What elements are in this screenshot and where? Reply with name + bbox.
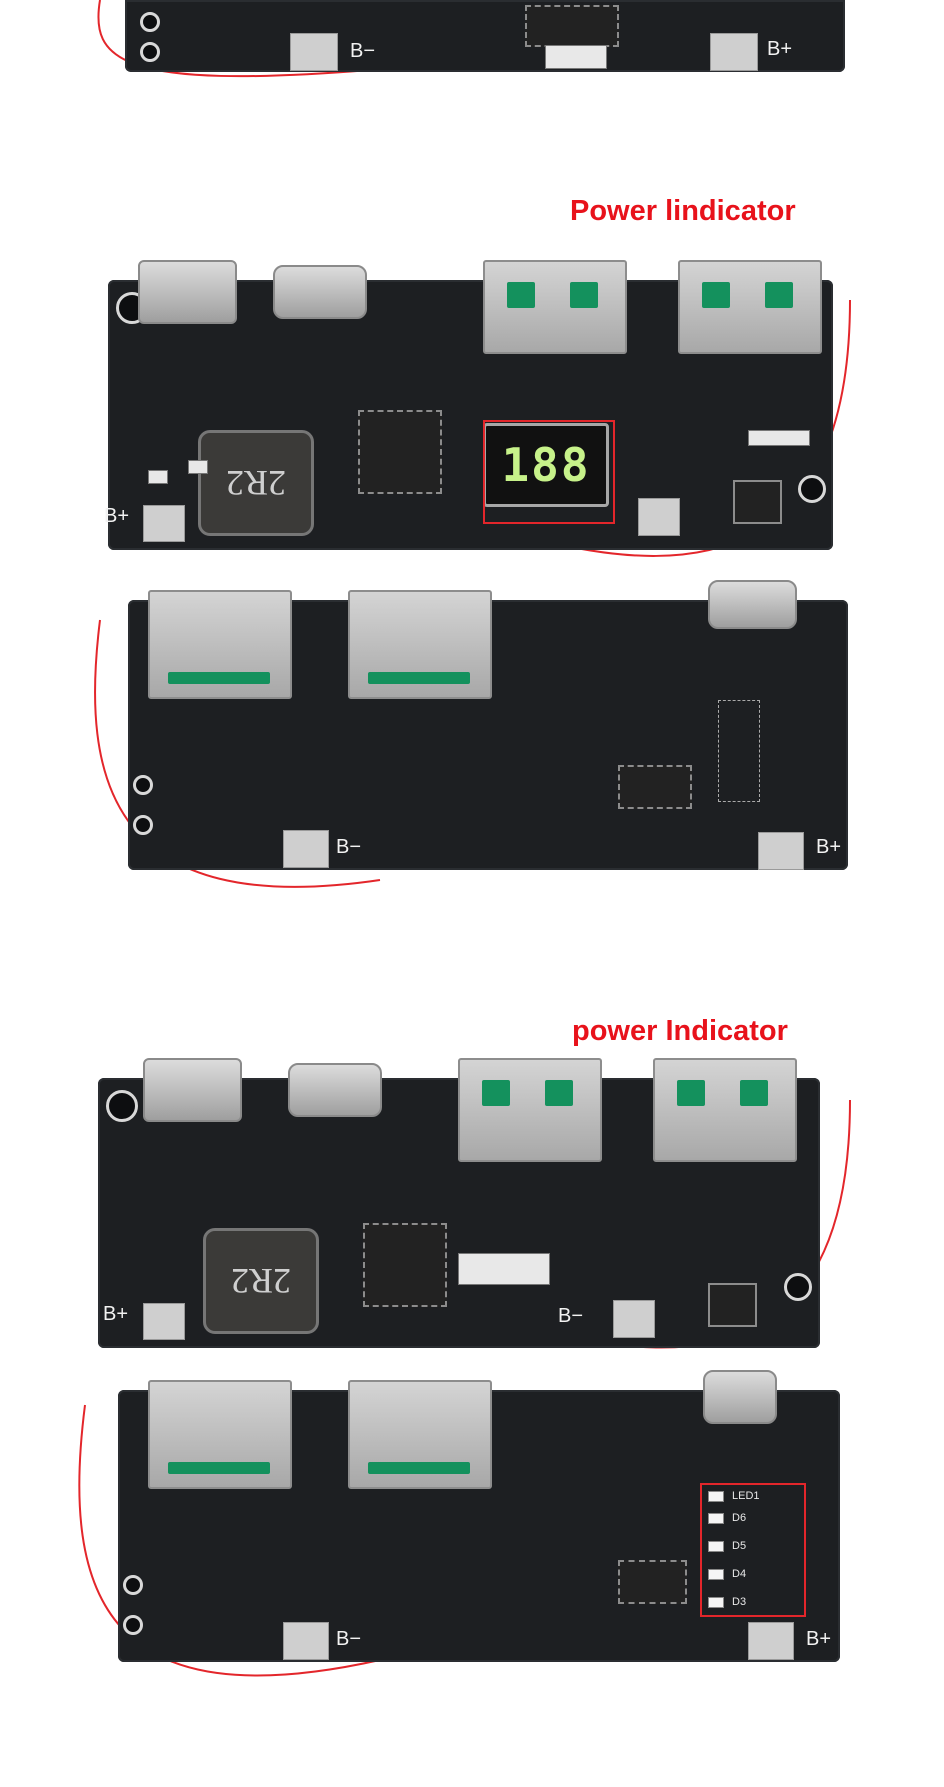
usb-a-port-1 bbox=[458, 1058, 602, 1162]
battery-pad-positive bbox=[758, 832, 804, 870]
bplus-label: B+ bbox=[104, 505, 130, 527]
connector-pads bbox=[545, 45, 607, 69]
battery-pad-positive bbox=[748, 1622, 794, 1660]
mounting-hole bbox=[140, 12, 160, 32]
annotation-power-indicator-bottom: power Indicator bbox=[572, 1015, 788, 1047]
mounting-hole bbox=[123, 1615, 143, 1635]
bminus-label: B− bbox=[558, 1305, 584, 1327]
micro-usb-port bbox=[703, 1370, 777, 1424]
led-indicator-3: D5 bbox=[708, 1540, 746, 1552]
usb-a-port-2 bbox=[678, 260, 822, 354]
usb-c-port-main bbox=[138, 260, 237, 324]
usb-a-port-2 bbox=[653, 1058, 797, 1162]
usb-c-port-secondary bbox=[288, 1063, 382, 1117]
usb-a-port-back-1 bbox=[148, 590, 292, 699]
usb-a-port-back-1 bbox=[148, 1380, 292, 1489]
usb-a-port-1 bbox=[483, 260, 627, 354]
led-light bbox=[708, 1568, 724, 1580]
usb-a-port-back-2 bbox=[348, 590, 492, 699]
led-indicator-4: D4 bbox=[708, 1568, 746, 1580]
bplus-label: B+ bbox=[816, 836, 842, 858]
main-controller-ic bbox=[363, 1223, 447, 1307]
battery-pad-negative bbox=[613, 1300, 655, 1338]
led-light bbox=[708, 1596, 724, 1608]
bplus-label: B+ bbox=[103, 1303, 129, 1325]
battery-pad-negative bbox=[283, 1622, 329, 1660]
usb-a-port-back-2 bbox=[348, 1380, 492, 1489]
inductor-2r2: 2R2 bbox=[203, 1228, 319, 1334]
ic-chip bbox=[525, 5, 619, 47]
mounting-hole bbox=[798, 475, 826, 503]
usb-c-port-secondary bbox=[273, 265, 367, 319]
battery-pad-negative bbox=[290, 33, 338, 71]
battery-pad-negative bbox=[638, 498, 680, 536]
battery-pad-positive bbox=[143, 505, 185, 542]
led-indicator-5: D3 bbox=[708, 1596, 746, 1608]
pcb-board-front-led: 2R2 B+ B− bbox=[98, 1058, 820, 1348]
mounting-hole bbox=[106, 1090, 138, 1122]
display-highlight-box bbox=[483, 420, 615, 524]
inductor-2r2: 2R2 bbox=[198, 430, 314, 536]
battery-pad-positive bbox=[143, 1303, 185, 1340]
bplus-label: B+ bbox=[806, 1628, 832, 1650]
led-highlight-box bbox=[700, 1483, 806, 1617]
ic-u1-back bbox=[618, 765, 692, 809]
main-controller-ic bbox=[358, 410, 442, 494]
mounting-hole bbox=[784, 1273, 812, 1301]
bminus-label: B− bbox=[336, 1628, 362, 1650]
bplus-label: B+ bbox=[767, 38, 793, 60]
ic-u2 bbox=[708, 1283, 757, 1327]
ic-u2 bbox=[733, 480, 782, 524]
micro-usb-port bbox=[708, 580, 797, 629]
mounting-hole bbox=[133, 775, 153, 795]
smd-capacitor-group bbox=[458, 1253, 550, 1285]
mounting-hole bbox=[123, 1575, 143, 1595]
pcb-board-front-display: 2R2 188 B+ bbox=[104, 260, 833, 550]
mounting-hole bbox=[140, 42, 160, 62]
led-light bbox=[708, 1512, 724, 1524]
led-pad-column bbox=[718, 700, 760, 802]
pcb-board-back-partial: B− B+ bbox=[125, 0, 845, 72]
smd-capacitor bbox=[148, 470, 168, 484]
led-light bbox=[708, 1540, 724, 1552]
mounting-hole bbox=[133, 815, 153, 835]
led-light bbox=[708, 1490, 724, 1502]
annotation-power-indicator-top: Power lindicator bbox=[570, 195, 796, 227]
led-indicator-2: D6 bbox=[708, 1512, 746, 1524]
led-indicator-1: LED1 bbox=[708, 1490, 760, 1502]
battery-pad-positive bbox=[710, 33, 758, 71]
pcb-board-back: B− B+ bbox=[128, 580, 848, 870]
bminus-label: B− bbox=[336, 836, 362, 858]
battery-pad-negative bbox=[283, 830, 329, 868]
bminus-label: B− bbox=[350, 40, 376, 62]
smd-capacitor bbox=[188, 460, 208, 474]
usb-c-port-main bbox=[143, 1058, 242, 1122]
ic-u1-back bbox=[618, 1560, 687, 1604]
led-pads bbox=[748, 430, 810, 446]
